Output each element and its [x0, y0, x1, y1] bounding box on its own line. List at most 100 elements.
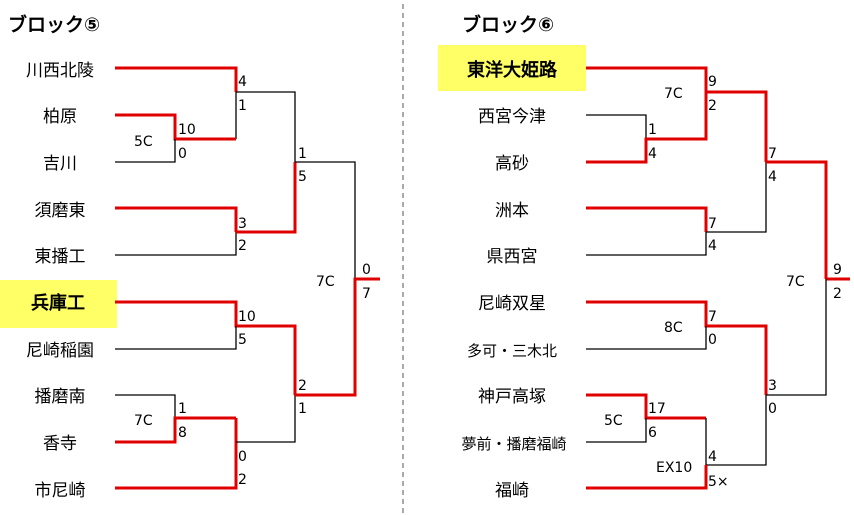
bracket-lines: [115, 66, 850, 490]
bracket-line: [236, 395, 296, 443]
winner-path-line: [586, 206, 708, 232]
winner-path-line: [295, 277, 380, 397]
winner-path-line: [115, 113, 236, 141]
score: 1: [298, 146, 307, 162]
bracket-line: [766, 279, 827, 396]
team-highlight-box: [0, 280, 117, 328]
team-name-highlighted: 東洋大姫路: [467, 59, 558, 81]
score: 17: [648, 401, 666, 417]
match-scores: 10 0 5C 1 8 7C 4 1 3 2 10 5 0 2 1 5 2 1 …: [134, 74, 371, 488]
match-note: 5C: [134, 134, 153, 150]
winner-path-line: [236, 162, 297, 234]
winner-path-line: [115, 416, 236, 444]
score: 10: [178, 122, 196, 138]
score: 0: [238, 449, 247, 465]
team-list: 川西北陵 柏原 吉川 須磨東 東播工 兵庫工 尼崎稲園 播磨南 香寺 市尼崎: [26, 61, 94, 501]
winner-path-line: [586, 66, 708, 92]
winner-path-line: [115, 442, 238, 490]
match-note: 7C: [664, 86, 683, 102]
team-name: 西宮今津: [478, 107, 546, 127]
winner-path-line: [706, 90, 768, 162]
bracket-line: [705, 395, 767, 466]
score: 5: [298, 169, 307, 185]
team-highlight-box: [438, 45, 586, 91]
team-name: 多可・三木北: [467, 342, 557, 360]
bracket-line: [586, 326, 707, 350]
score: 10: [238, 309, 256, 325]
score: 7: [768, 146, 777, 162]
score: 1: [238, 98, 247, 114]
team-name: 福崎: [495, 481, 529, 501]
bracket-line: [236, 91, 296, 162]
winner-path-line: [115, 206, 238, 232]
match-scores: 1 4 17 6 5C 9 2 7C 7 4 7 0 8C 4 5× EX10 …: [604, 74, 842, 490]
team-name: 川西北陵: [26, 61, 94, 81]
team-name: 夢前・播磨福崎: [461, 435, 566, 453]
bracket-line: [586, 232, 707, 256]
score: 2: [298, 378, 307, 394]
team-name: 須磨東: [35, 201, 86, 221]
team-name: 洲本: [495, 201, 529, 221]
bracket-labels: ブロック⑤ 川西北陵 柏原 吉川 須磨東 東播工 兵庫工 尼崎稲園 播磨南 香寺…: [8, 13, 842, 501]
match-note: 8C: [664, 320, 683, 336]
team-name: 県西宮: [487, 247, 538, 267]
score: 7: [362, 286, 371, 302]
score: 4: [238, 74, 247, 90]
score: 1: [298, 401, 307, 417]
winner-path-line: [766, 160, 828, 279]
block-title: ブロック⑥: [462, 13, 554, 36]
bracket-line: [586, 418, 647, 443]
score: 6: [648, 425, 657, 441]
match-note: 7C: [134, 413, 153, 429]
team-name-highlighted: 兵庫工: [31, 292, 85, 314]
score: 7: [708, 216, 717, 232]
bracket-line: [115, 394, 176, 418]
score: 8: [178, 425, 187, 441]
team-name: 播磨南: [35, 387, 86, 407]
score: 0: [708, 332, 717, 348]
score: 3: [768, 378, 777, 394]
bracket-line: [115, 326, 237, 350]
team-name: 香寺: [43, 434, 77, 454]
bracket-line: [586, 114, 647, 139]
winner-path-line: [115, 66, 238, 92]
match-note: EX10: [656, 460, 692, 476]
score: 4: [708, 449, 717, 465]
score: 5×: [708, 474, 729, 490]
score: 2: [238, 472, 247, 488]
bracket-line: [295, 161, 356, 279]
team-list: 東洋大姫路 西宮今津 高砂 洲本 県西宮 尼崎双星 多可・三木北 神戸高塚 夢前…: [461, 59, 566, 501]
block-title: ブロック⑤: [8, 13, 100, 36]
score: 1: [648, 122, 657, 138]
score: 2: [833, 286, 842, 302]
score: 9: [708, 74, 717, 90]
score: 4: [768, 169, 777, 185]
match-note: 7C: [316, 274, 335, 290]
winner-path-line: [586, 393, 706, 420]
team-name: 吉川: [43, 154, 77, 174]
match-note: 7C: [786, 274, 805, 290]
team-name: 神戸高塚: [478, 387, 546, 407]
winner-path-line: [586, 465, 708, 490]
score: 4: [708, 238, 717, 254]
team-name: 尼崎双星: [478, 294, 546, 314]
team-name: 市尼崎: [35, 481, 86, 501]
score: 2: [238, 238, 247, 254]
match-note: 5C: [604, 413, 623, 429]
score: 4: [648, 146, 657, 162]
team-name: 高砂: [495, 154, 529, 174]
score: 0: [768, 401, 777, 417]
team-name: 東播工: [35, 247, 86, 267]
score: 0: [362, 262, 371, 278]
score: 2: [708, 98, 717, 114]
score: 1: [178, 401, 187, 417]
team-name: 柏原: [43, 107, 77, 127]
score: 7: [708, 309, 717, 325]
score: 0: [178, 146, 187, 162]
bracket-line: [115, 232, 237, 256]
score: 9: [833, 262, 842, 278]
team-name: 尼崎稲園: [26, 341, 94, 361]
score: 3: [238, 216, 247, 232]
